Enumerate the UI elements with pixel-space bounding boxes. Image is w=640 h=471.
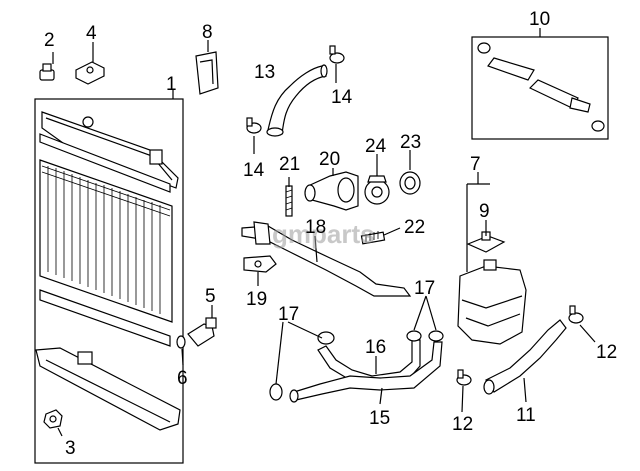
- hose-15-part: [289, 341, 443, 403]
- callout-18: 18: [305, 217, 326, 238]
- callout-7: 7: [470, 154, 481, 175]
- callout-17-left: 17: [278, 304, 299, 325]
- hose-clamp-12-left: [456, 369, 472, 386]
- watermark-text: gmparts: [272, 219, 375, 249]
- callout-10: 10: [529, 9, 550, 30]
- callout-3: 3: [65, 438, 76, 459]
- pipe-gasket-part: [243, 255, 277, 273]
- callout-1: 1: [166, 74, 177, 95]
- hose-clamp-14-lower: [246, 117, 262, 134]
- o-ring-part: [176, 335, 186, 349]
- hose-16-part: [317, 339, 421, 387]
- hose-clamp-17-right: [406, 330, 444, 342]
- radiator-lower-tank: [35, 347, 181, 431]
- lower-hose-part: [483, 319, 567, 395]
- callout-13: 13: [254, 62, 275, 83]
- leader-lines: [52, 28, 596, 437]
- drain-cock-part: [39, 63, 55, 81]
- upper-hose-part: [266, 64, 328, 137]
- callout-5: 5: [205, 286, 216, 307]
- hose-clamp-12-right: [568, 305, 584, 324]
- bracket-part: [195, 51, 219, 95]
- callout-12-left: 12: [452, 414, 473, 435]
- mount-cushion-part: [75, 61, 105, 85]
- thermostat-part: [364, 175, 390, 205]
- drain-cock-valve-part: [187, 317, 217, 347]
- callout-17-right: 17: [414, 278, 435, 299]
- callout-23: 23: [400, 132, 421, 153]
- drain-plug-part: [43, 409, 63, 429]
- callout-19: 19: [246, 289, 267, 310]
- callout-8: 8: [202, 22, 213, 43]
- callout-15: 15: [369, 408, 390, 429]
- hose-kit-part: [477, 42, 605, 132]
- callout-11: 11: [516, 405, 536, 426]
- radiator-upper-tank: [41, 111, 179, 189]
- callout-labels: 1 2 3 4 5 6 7 8 9 10 11 12 12 13 14 14 1…: [44, 9, 617, 459]
- stud-bolt-part: [285, 185, 293, 217]
- reservoir-tank-part: [457, 259, 527, 345]
- radiator-group-frame: [34, 98, 184, 464]
- gasket-part: [399, 171, 421, 195]
- radiator-core: [39, 159, 173, 323]
- callout-12-right: 12: [596, 342, 617, 363]
- callout-6: 6: [177, 368, 188, 389]
- upper-seal: [39, 133, 171, 193]
- hose-clamp-14-upper: [329, 45, 345, 64]
- hose-clamp-17-left: [269, 331, 335, 401]
- callout-2: 2: [44, 30, 55, 51]
- callout-14-right: 14: [331, 87, 353, 108]
- lower-seal: [39, 289, 171, 347]
- callout-4: 4: [86, 23, 97, 44]
- callout-21: 21: [279, 154, 300, 175]
- callout-9: 9: [479, 201, 490, 222]
- water-inlet-part: [304, 171, 359, 211]
- callout-14-left: 14: [243, 160, 265, 181]
- callout-22: 22: [404, 217, 425, 238]
- water-bypass-pipe-part: [241, 221, 412, 297]
- callout-20: 20: [319, 149, 340, 170]
- callout-16: 16: [365, 337, 386, 358]
- callout-24: 24: [365, 136, 387, 157]
- bolt-22-part: [360, 231, 386, 245]
